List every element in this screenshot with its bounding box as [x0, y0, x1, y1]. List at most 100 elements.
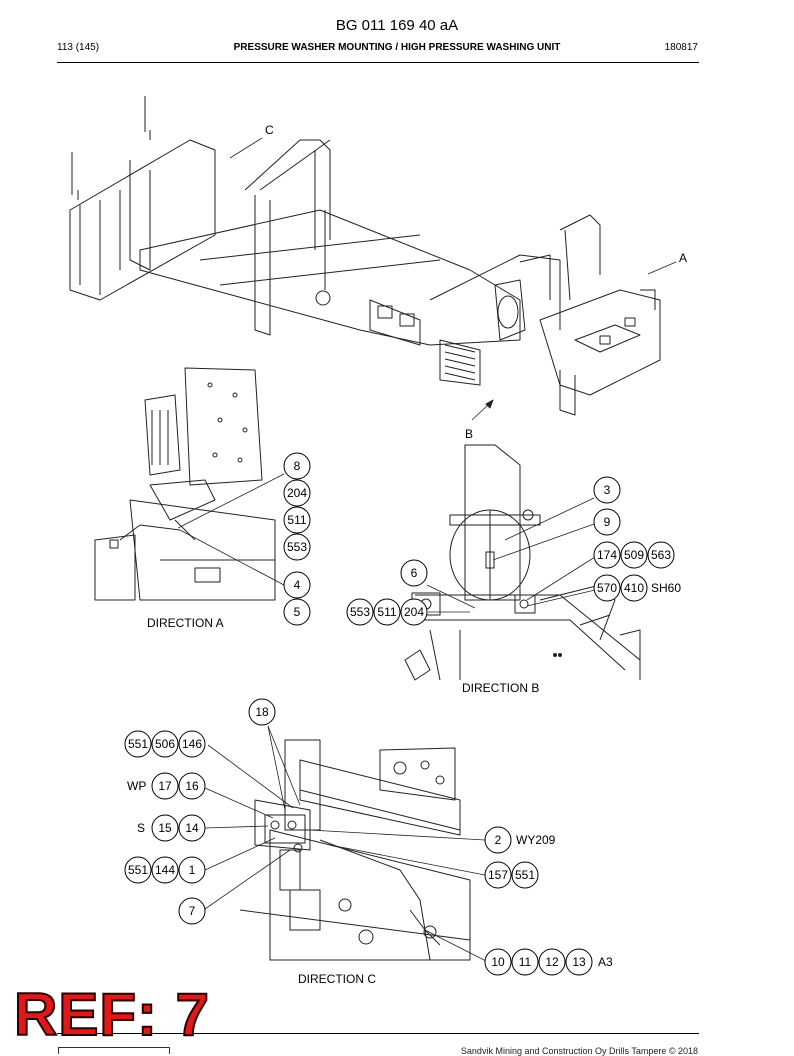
callout-b-563-text: 563 [651, 548, 671, 562]
view-letter-b: B [465, 427, 473, 441]
callout-c-10 [484, 948, 512, 976]
callout-c-2 [484, 826, 512, 854]
callout-b-3-text: 3 [604, 483, 611, 497]
callout-b-511 [373, 598, 401, 626]
footer-rule [57, 1033, 699, 1034]
callout-c-157 [484, 861, 512, 889]
callout-a-204 [283, 479, 311, 507]
callout-c-18 [248, 698, 276, 726]
callout-c-144-text: 144 [155, 863, 175, 877]
callout-c-15-text: 15 [158, 821, 172, 835]
callout-c-11 [511, 948, 539, 976]
footer-copyright: Sandvik Mining and Construction Oy Drill… [460, 1046, 698, 1056]
callout-b-204 [400, 598, 428, 626]
callout-b-174 [593, 541, 621, 569]
callout-c-7 [178, 897, 206, 925]
callout-c-506-text: 506 [155, 737, 175, 751]
label-wy209: WY209 [516, 833, 556, 847]
callout-c-10-text: 10 [491, 955, 505, 969]
callout-c-17-text: 17 [158, 779, 172, 793]
callout-b-174-text: 174 [597, 548, 617, 562]
callout-b-9-text: 9 [604, 515, 611, 529]
callout-b-509 [620, 541, 648, 569]
callout-a-204-text: 204 [287, 486, 307, 500]
callout-b-509-text: 509 [624, 548, 644, 562]
leader-b-3 [504, 497, 595, 541]
callout-c-12-text: 12 [545, 955, 559, 969]
callout-c-15 [151, 814, 179, 842]
callout-c-551-a-text: 551 [128, 737, 148, 751]
callout-c-11-text: 11 [519, 955, 532, 969]
arrow-b-head [485, 399, 494, 409]
leader-a [647, 261, 677, 275]
caption-direction-a: DIRECTION A [147, 616, 224, 630]
label-sh60: SH60 [651, 581, 681, 595]
callout-b-570 [593, 574, 621, 602]
header-rule [57, 62, 699, 63]
callout-c-146-text: 146 [182, 737, 202, 751]
callout-c-16-text: 16 [185, 779, 199, 793]
company-logo [58, 1047, 170, 1054]
callout-c-1-text: 1 [189, 863, 196, 877]
callout-b-6-text: 6 [411, 566, 418, 580]
callout-c-2-text: 2 [495, 833, 502, 847]
leader-c-16 [204, 787, 274, 819]
callout-a-8 [283, 452, 311, 480]
leader-c-157 [329, 844, 486, 876]
callout-b-6 [400, 559, 428, 587]
callout-c-14-text: 14 [185, 821, 199, 835]
callout-a-5-text: 5 [294, 605, 301, 619]
label-a3: A3 [598, 955, 613, 969]
callout-c-551-c-text: 551 [515, 868, 535, 882]
callout-b-570-text: 570 [597, 581, 617, 595]
leader-c-14 [204, 825, 269, 829]
callout-c-551-a [124, 730, 152, 758]
callout-a-4 [283, 571, 311, 599]
callout-c-146 [178, 730, 206, 758]
revision-date: 180817 [664, 42, 698, 53]
callout-c-13 [565, 948, 593, 976]
caption-direction-c: DIRECTION C [298, 972, 376, 986]
label-wp: WP [127, 779, 146, 793]
callout-c-551-b [124, 856, 152, 884]
callout-c-7-text: 7 [189, 904, 196, 918]
leader-b-9 [492, 523, 595, 561]
callout-c-18-text: 18 [255, 705, 269, 719]
document-number: BG 011 169 40 aA [335, 17, 459, 34]
leader-c-18a [267, 725, 286, 811]
overview-machine-frame [69, 96, 661, 416]
leader-c-7 [204, 849, 291, 910]
callout-b-3 [593, 476, 621, 504]
ref-stamp: REF: 7 [13, 981, 211, 1048]
leader-b-174 [526, 556, 596, 601]
callout-c-14 [178, 814, 206, 842]
callout-c-551-b-text: 551 [128, 863, 148, 877]
callout-c-144 [151, 856, 179, 884]
leader-c-18b [267, 725, 301, 806]
callout-a-8-text: 8 [294, 459, 301, 473]
callout-b-204-text: 204 [404, 605, 424, 619]
label-s: S [137, 821, 145, 835]
callout-a-553 [283, 533, 311, 561]
callout-a-553-text: 553 [287, 540, 307, 554]
direction-a-detail [94, 367, 276, 601]
callout-c-157-text: 157 [488, 868, 508, 882]
callout-c-551-c [511, 861, 539, 889]
callout-a-5 [283, 598, 311, 626]
callout-b-9 [593, 508, 621, 536]
caption-direction-b: DIRECTION B [462, 681, 539, 695]
callout-c-1 [178, 856, 206, 884]
leader-c-2 [309, 829, 486, 841]
view-letter-c: C [265, 123, 274, 137]
page-title: PRESSURE WASHER MOUNTING / HIGH PRESSURE… [233, 42, 561, 53]
callout-b-511-text: 511 [377, 605, 396, 619]
callout-b-410 [620, 574, 648, 602]
direction-b-detail [404, 444, 641, 681]
callout-b-553-text: 553 [350, 605, 370, 619]
callout-c-12 [538, 948, 566, 976]
arrow-b [471, 402, 491, 421]
callout-c-17 [151, 772, 179, 800]
callout-c-16 [178, 772, 206, 800]
leader-b-6 [426, 584, 476, 609]
leader-a-lower [179, 529, 285, 586]
